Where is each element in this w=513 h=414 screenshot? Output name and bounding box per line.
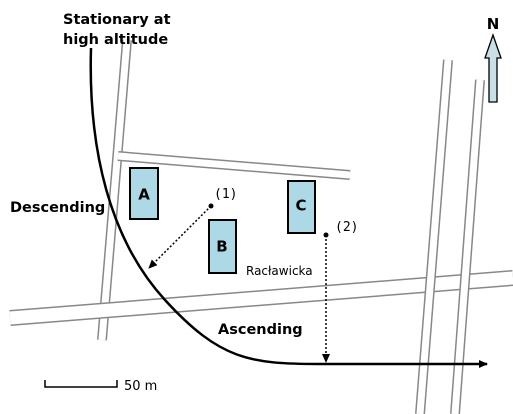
point-1: (1)	[148, 187, 237, 269]
point-1-projection	[148, 205, 212, 269]
building-c: C	[287, 180, 316, 234]
road-raclawicka	[9, 270, 513, 326]
road-network	[9, 39, 513, 414]
buildings: A B C	[129, 167, 316, 274]
building-a-label: A	[138, 186, 150, 204]
north-arrow-icon: N	[484, 15, 502, 103]
scale-label: 50 m	[124, 379, 157, 394]
descending-label: Descending	[10, 200, 105, 216]
scale-bar-icon: 50 m	[44, 379, 157, 394]
stationary-label-line-1: Stationary at	[63, 12, 171, 28]
building-b: B	[208, 219, 237, 274]
road-west-vertical	[97, 39, 132, 341]
road-east-vertical	[415, 59, 485, 414]
building-c-label: C	[295, 197, 306, 215]
stationary-label-line-2: high altitude	[63, 32, 168, 48]
building-b-label: B	[216, 238, 227, 256]
north-label: N	[487, 15, 500, 33]
street-label: Racławicka	[246, 264, 313, 278]
ascending-label: Ascending	[218, 322, 303, 338]
building-a: A	[129, 167, 159, 220]
point-1-label: (1)	[214, 187, 237, 202]
road-north-street	[117, 151, 351, 180]
point-2: (2)	[322, 220, 358, 363]
flight-trajectory	[89, 47, 488, 368]
point-2-label: (2)	[335, 220, 358, 235]
